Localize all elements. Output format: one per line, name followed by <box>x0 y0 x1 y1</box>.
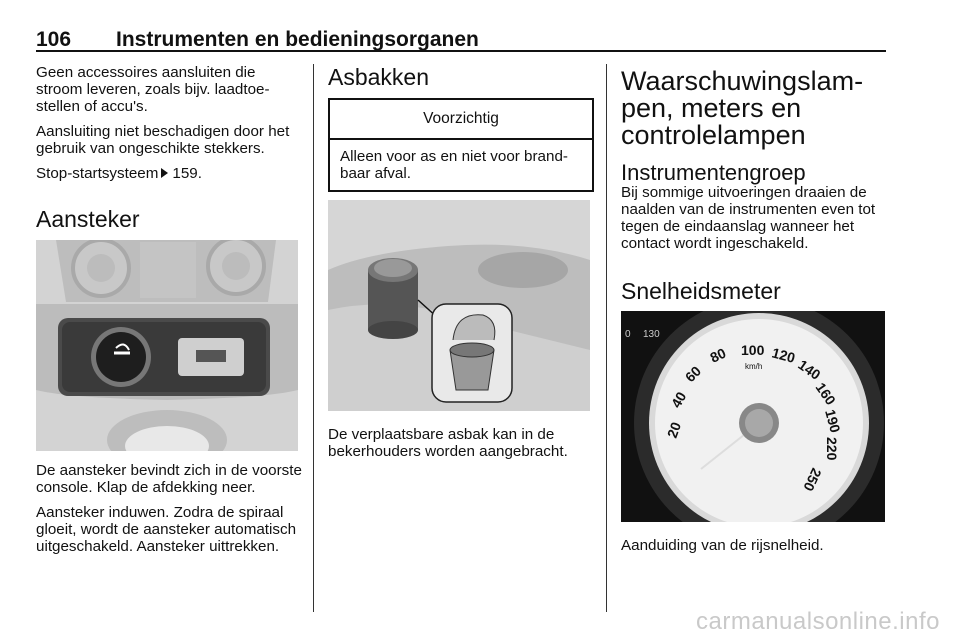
stop-start-text: Stop-startsysteem <box>36 165 159 182</box>
caution-title: Voorzichtig <box>330 100 592 140</box>
heading-asbakken: Asbakken <box>328 64 430 90</box>
column-divider-2 <box>606 64 607 612</box>
speedometer-figure: 0 130 20 40 60 80 100 120 140 160 190 22… <box>621 311 885 522</box>
ashtray-figure <box>328 200 590 411</box>
paragraph-stop-start: Stop-startsysteem 159. <box>36 165 302 182</box>
heading-warning-lamps: Waarschuwingslam­pen, meters en controle… <box>621 66 864 150</box>
speed-mark-40: 40 <box>668 389 690 411</box>
paragraph-needles: Bij sommige uitvoeringen draaien de naal… <box>621 184 876 252</box>
cigarette-lighter-figure <box>36 240 298 451</box>
page-number: 106 <box>36 28 72 51</box>
stop-start-ref[interactable]: 159. <box>172 165 202 182</box>
speed-mark-120: 120 <box>770 344 797 366</box>
column-divider-1 <box>313 64 314 612</box>
caption-lighter-location: De aansteker bevindt zich in de voor­ste… <box>36 462 302 496</box>
page-reference-icon <box>161 168 169 178</box>
paragraph-accessories: Geen accessoires aansluiten die stroom l… <box>36 64 270 115</box>
column-3-lower: Aanduiding van de rijsnelheid. <box>621 537 887 562</box>
speed-mark-220: 220 <box>824 437 840 461</box>
speed-mark-80: 80 <box>708 345 729 366</box>
caption-lighter-usage: Aansteker induwen. Zodra de spiraal gloe… <box>36 504 297 555</box>
caption-speed: Aanduiding van de rijsnelheid. <box>621 537 824 554</box>
page-title: Instrumenten en bedieningsorganen <box>116 28 479 51</box>
column-1: Geen accessoires aansluiten die stroom l… <box>36 64 302 190</box>
heading-instrumentengroep: Instrumentengroep <box>621 160 806 185</box>
speedo-unit: km/h <box>745 362 762 371</box>
caption-ashtray: De verplaatsbare asbak kan in de bekerho… <box>328 426 568 460</box>
caution-text: Alleen voor as en niet voor brand­baar a… <box>340 148 568 182</box>
speed-mark-100: 100 <box>741 342 765 358</box>
watermark: carmanualsonline.info <box>696 608 940 635</box>
speed-mark-190: 190 <box>822 408 844 435</box>
caution-box: Voorzichtig Alleen voor as en niet voor … <box>328 98 594 192</box>
column-1-lower: De aansteker bevindt zich in de voor­ste… <box>36 462 302 563</box>
heading-snelheidsmeter: Snelheidsmeter <box>621 278 781 304</box>
header-rule <box>36 50 886 52</box>
paragraph-connection: Aansluiting niet beschadigen door het ge… <box>36 123 290 157</box>
speedo-top-label-0: 0 <box>625 329 631 340</box>
speedo-top-label-130: 130 <box>643 329 660 340</box>
speed-mark-20: 20 <box>664 420 684 440</box>
column-2-lower: De verplaatsbare asbak kan in de bekerho… <box>328 426 590 468</box>
column-3-text: Bij sommige uitvoeringen draaien de naal… <box>621 184 887 260</box>
heading-aansteker: Aansteker <box>36 206 140 232</box>
